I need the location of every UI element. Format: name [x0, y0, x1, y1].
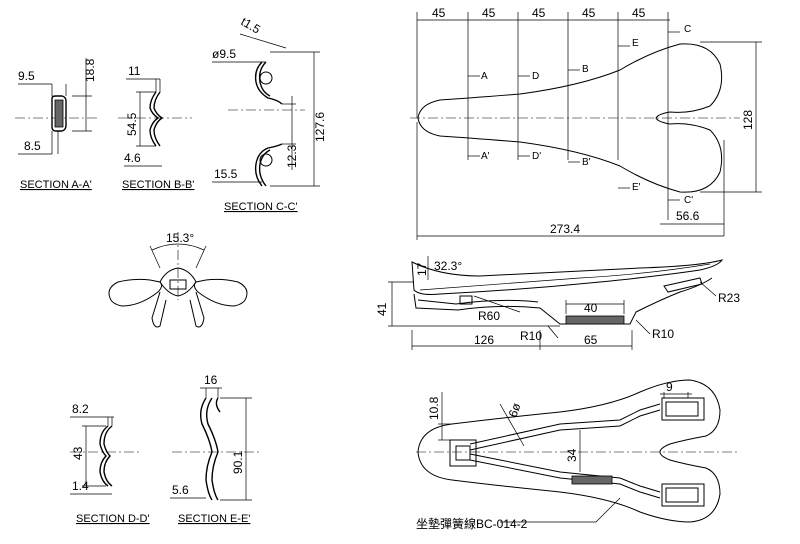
- dim-bot-6: 6ø: [506, 400, 524, 419]
- part-label: 坐墊彈簧線BC-014-2: [416, 516, 528, 531]
- dim-side-angle: 32.3°: [434, 259, 462, 273]
- svg-text:B': B': [582, 157, 591, 168]
- dim-bb-height: 54.5: [125, 112, 139, 136]
- svg-text:45: 45: [532, 6, 546, 20]
- side-view: 41 17 32.3° R60 40 R10 R10 R23 126 65: [375, 256, 740, 350]
- section-title-aa: SECTION A-A': [20, 179, 92, 191]
- dim-bb-bottom: 4.6: [124, 151, 141, 165]
- dim-dd-bottom: 1.4: [72, 479, 89, 493]
- front-view: 15.3°: [108, 231, 248, 328]
- top-spacing-labels: 45 45 45 45 45: [432, 6, 646, 20]
- dim-cc-height: 127.6: [313, 112, 327, 142]
- dim-bot-10-8: 10.8: [427, 396, 441, 420]
- svg-text:B: B: [582, 64, 589, 75]
- dim-top-width: 128: [741, 110, 755, 130]
- dim-side-r23: R23: [718, 291, 740, 305]
- top-view: 45 45 45 45 45 A A' D D' B B' E E': [410, 6, 762, 240]
- svg-text:C: C: [684, 24, 691, 35]
- svg-text:D': D': [532, 151, 541, 162]
- section-c-c: t1.5 ø9.5 127.6 12.3 15.5 SECTION C-C': [212, 14, 327, 213]
- svg-text:A: A: [481, 71, 488, 82]
- dim-angle-front: 15.3°: [166, 231, 194, 245]
- svg-text:45: 45: [482, 6, 496, 20]
- svg-text:E: E: [632, 38, 639, 49]
- dim-bot-34: 34: [565, 448, 579, 462]
- dim-dd-height: 43: [71, 446, 85, 460]
- section-title-bb: SECTION B-B': [122, 179, 194, 191]
- section-e-e: 16 90.1 5.6 SECTION E-E': [170, 373, 262, 525]
- dim-cc-gap: 12.3: [285, 144, 299, 168]
- svg-text:A': A': [481, 151, 490, 162]
- section-markers: A A' D D' B B' E E' C C': [468, 24, 693, 206]
- dim-side-126: 126: [474, 333, 494, 347]
- section-title-dd: SECTION D-D': [76, 513, 150, 525]
- dim-side-height: 41: [375, 302, 389, 316]
- svg-text:45: 45: [432, 6, 446, 20]
- dim-side-65: 65: [584, 333, 598, 347]
- dim-cc-bottom: 15.5: [214, 167, 238, 181]
- section-b-b: 11 54.5 4.6 SECTION B-B': [118, 64, 194, 191]
- dim-ee-width: 16: [204, 373, 218, 387]
- dim-side-40: 40: [584, 301, 598, 315]
- dim-side-r10b: R10: [652, 327, 674, 341]
- dim-bot-9: 9: [666, 380, 673, 394]
- svg-text:C': C': [684, 195, 693, 206]
- section-title-cc: SECTION C-C': [224, 201, 298, 213]
- section-title-ee: SECTION E-E': [178, 513, 250, 525]
- dim-side-thickness: 17: [415, 262, 429, 276]
- dim-ee-height: 90.1: [231, 450, 245, 474]
- dim-side-r10a: R10: [520, 329, 542, 343]
- dim-top-nose: 56.6: [676, 209, 700, 223]
- section-d-d: 8.2 43 1.4 SECTION D-D': [70, 402, 150, 525]
- dim-top-length: 273.4: [550, 222, 580, 236]
- svg-text:45: 45: [582, 6, 596, 20]
- section-a-a: 9.5 18.8 8.5 SECTION A-A': [15, 58, 98, 191]
- dim-bb-width: 11: [128, 64, 141, 78]
- dim-aa-height: 18.8: [83, 58, 97, 82]
- dim-ee-bottom: 5.6: [172, 483, 189, 497]
- dim-dd-width: 8.2: [72, 402, 89, 416]
- svg-text:45: 45: [632, 6, 646, 20]
- svg-text:D: D: [532, 71, 539, 82]
- dim-aa-bottom: 8.5: [24, 139, 41, 153]
- dim-aa-width: 9.5: [18, 69, 35, 83]
- dim-cc-diameter: ø9.5: [212, 47, 236, 61]
- dim-side-r60: R60: [478, 309, 500, 323]
- dim-cc-thickness: t1.5: [239, 14, 264, 36]
- svg-text:E': E': [632, 182, 641, 193]
- bottom-view: 10.8 6ø 34 9 坐墊彈簧線BC-014-2: [416, 379, 740, 531]
